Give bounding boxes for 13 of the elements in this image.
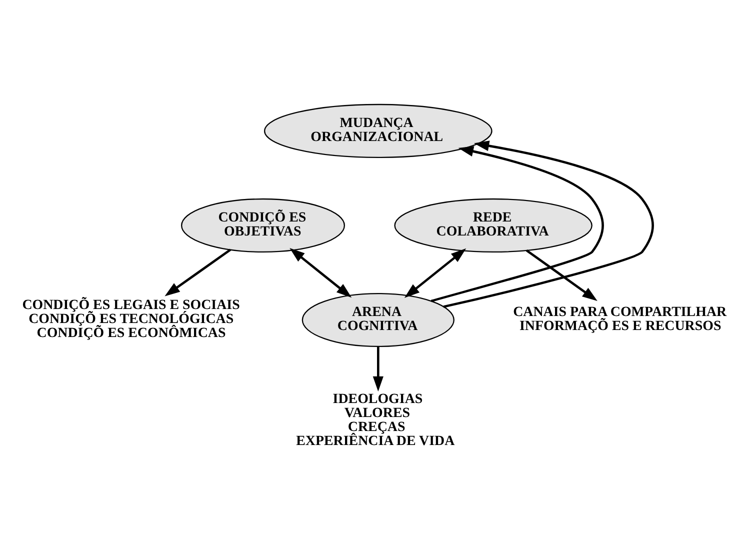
node-ellipse: CONDIÇÕ ES OBJETIVAS — [180, 198, 346, 252]
arrow — [443, 140, 654, 308]
arrow — [526, 248, 598, 300]
node-ellipse: REDE COLABORATIVA — [394, 198, 592, 252]
node-text: IDEOLOGIAS VALORES CREÇAS EXPERIÊNCIA DE VIDA — [296, 391, 455, 448]
arrow — [164, 248, 232, 296]
node-ellipse: ARENA COGNITIVA — [302, 292, 454, 347]
arrow — [404, 248, 466, 298]
arrow — [372, 346, 384, 392]
arrow — [290, 247, 352, 298]
arrow — [430, 146, 604, 302]
node-text: CONDIÇÕ ES LEGAIS E SOCIAIS CONDIÇÕ ES TECNOLÓGICAS CONDIÇÕ ES ECONÔMICAS — [22, 298, 240, 340]
node-text: CANAIS PARA COMPARTILHAR INFORMAÇÕ ES E RECURSOS — [513, 304, 727, 334]
